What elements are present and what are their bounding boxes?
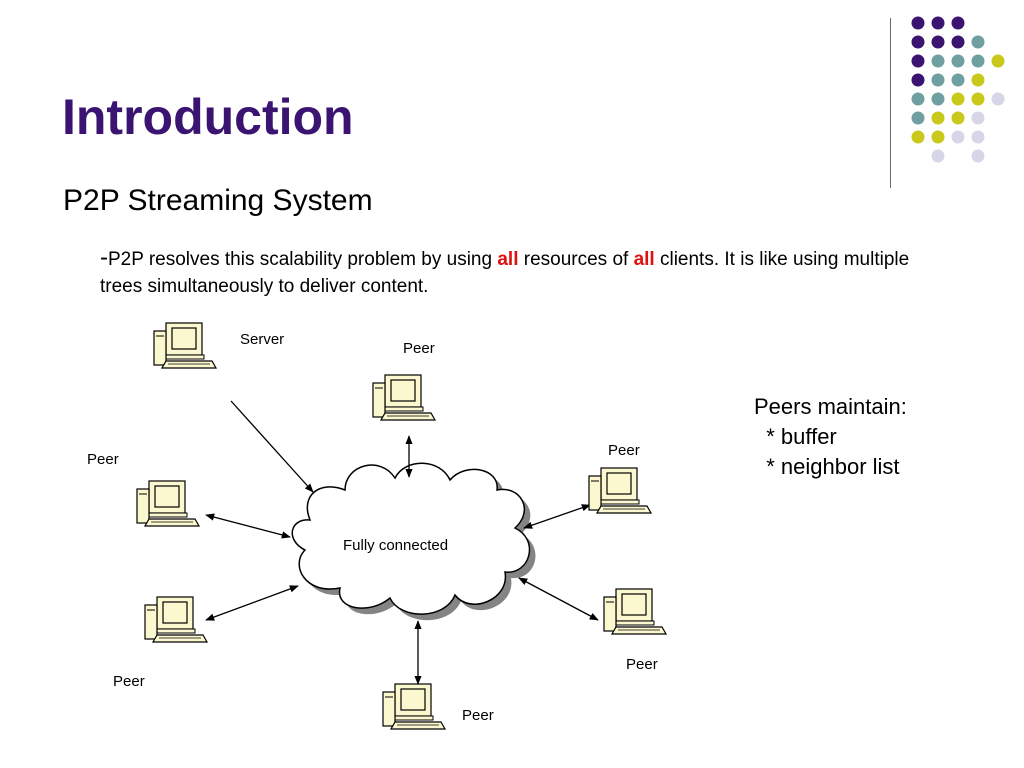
node-label-peer-right-lower: Peer — [626, 656, 658, 673]
peers-maintain-item-buffer: * buffer — [754, 424, 837, 449]
node-label-peer-top: Peer — [403, 340, 435, 357]
decorative-dot — [931, 16, 945, 30]
bullet-part-1: P2P resolves this scalability problem by… — [108, 249, 498, 270]
decorative-dot — [911, 111, 925, 125]
peer-left-upper-link — [205, 513, 291, 539]
decorative-dot — [951, 130, 965, 144]
cloud-label: Fully connected — [343, 537, 449, 554]
bullet-highlight-1: all — [497, 249, 519, 270]
peer-left-lower-link — [205, 585, 299, 621]
peer-computer-icon-left-lower — [144, 596, 208, 643]
bullet-dash: - — [100, 244, 108, 271]
decorative-dot — [971, 54, 985, 68]
node-label-peer-right-upper: Peer — [608, 442, 640, 459]
peers-maintain-heading: Peers maintain: — [754, 394, 907, 419]
node-label-server: Server — [240, 331, 285, 348]
decorative-dot — [971, 111, 985, 125]
peer-right-lower-link — [518, 577, 599, 621]
server-arrow — [230, 400, 314, 493]
decorative-dot — [951, 92, 965, 106]
decorative-dot — [911, 35, 925, 49]
node-label-peer-bottom: Peer — [462, 707, 494, 724]
network-cloud — [291, 462, 536, 621]
peer-computer-icon-right-lower — [603, 588, 667, 635]
decorative-divider-line — [890, 18, 891, 188]
decorative-dot — [931, 130, 945, 144]
slide-title: Introduction — [62, 89, 354, 145]
decorative-dot — [951, 111, 965, 125]
bullet-text: -P2P resolves this scalability problem b… — [100, 244, 950, 300]
decorative-dot — [951, 16, 965, 30]
peers-maintain-list: Peers maintain: * buffer * neighbor list — [754, 392, 907, 482]
peers-maintain-item-neighbor-list: * neighbor list — [754, 454, 900, 479]
decorative-dot — [971, 35, 985, 49]
peer-computer-icon-bottom — [382, 683, 446, 730]
decorative-dot — [971, 73, 985, 87]
decorative-dot — [911, 54, 925, 68]
decorative-dot — [991, 92, 1005, 106]
decorative-dot — [971, 149, 985, 163]
decorative-dot-grid — [890, 16, 1005, 188]
bullet-part-3: clients. It is like using multiple trees… — [100, 249, 910, 297]
server-computer-icon — [153, 322, 217, 369]
decorative-dot — [971, 130, 985, 144]
decorative-dot — [931, 73, 945, 87]
bullet-part-2: resources of — [518, 249, 634, 270]
decorative-dot — [911, 73, 925, 87]
decorative-dot — [911, 16, 925, 30]
peer-right-upper-link — [523, 504, 591, 529]
decorative-dot — [931, 92, 945, 106]
peer-computer-icon-left-upper — [136, 480, 200, 527]
decorative-dot — [951, 73, 965, 87]
decorative-dot — [931, 149, 945, 163]
peer-computer-icon-top — [372, 374, 436, 421]
node-label-peer-left-lower: Peer — [113, 673, 145, 690]
bullet-highlight-2: all — [633, 249, 655, 270]
decorative-dot — [991, 54, 1005, 68]
node-label-peer-left-upper: Peer — [87, 451, 119, 468]
decorative-dot — [951, 35, 965, 49]
decorative-dot — [911, 130, 925, 144]
decorative-dot — [911, 92, 925, 106]
peer-computer-icon-right-upper — [588, 467, 652, 514]
decorative-dot — [951, 54, 965, 68]
decorative-dot — [931, 54, 945, 68]
slide-subtitle: P2P Streaming System — [63, 184, 373, 217]
decorative-dot — [931, 35, 945, 49]
decorative-dot — [931, 111, 945, 125]
decorative-dot — [971, 92, 985, 106]
